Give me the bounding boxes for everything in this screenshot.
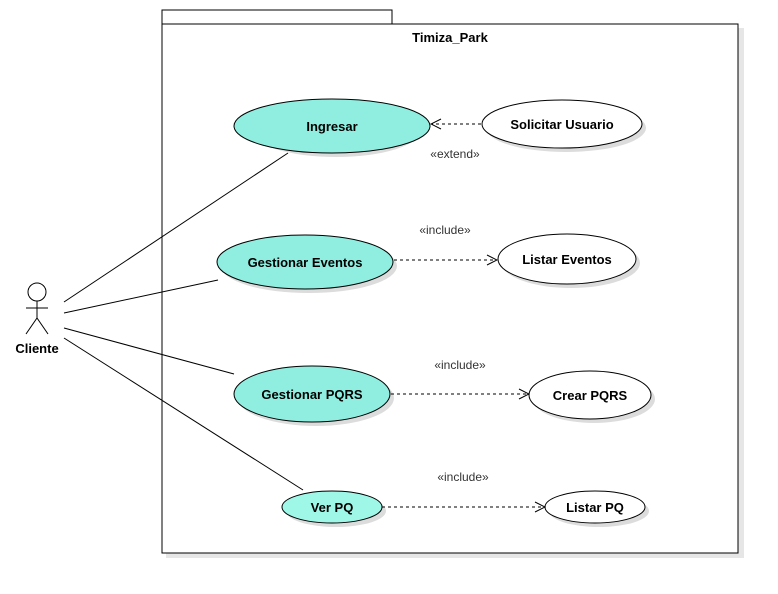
use-case-label: Gestionar PQRS: [261, 387, 362, 402]
use-case-label: Listar PQ: [566, 500, 624, 515]
use-case-label: Listar Eventos: [522, 252, 612, 267]
extend-label: «extend»: [430, 147, 480, 161]
association-gestionar-eventos: [63, 279, 219, 314]
association-ver-pq: [63, 337, 304, 491]
use-case-ellipse: [481, 99, 643, 149]
include-label-pqrs: «include»: [434, 358, 486, 372]
package-tab: [161, 9, 393, 25]
use-case-label: Ver PQ: [311, 500, 354, 515]
use-case-gestionar-pqrs[interactable]: Gestionar PQRS: [233, 365, 394, 426]
actor-cliente[interactable]: Cliente: [15, 282, 59, 356]
use-case-crear-pqrs[interactable]: Crear PQRS: [528, 370, 655, 423]
use-case-label: Solicitar Usuario: [510, 117, 613, 132]
use-case-label: Gestionar Eventos: [248, 255, 363, 270]
actor-head: [27, 282, 47, 302]
system-title: Timiza_Park: [412, 30, 488, 45]
actor-label: Cliente: [15, 341, 58, 356]
use-case-gestionar-eventos[interactable]: Gestionar Eventos: [216, 234, 397, 293]
actor-left-leg: [25, 317, 38, 335]
use-case-solicitar-usuario[interactable]: Solicitar Usuario: [481, 99, 646, 152]
use-case-ver-pq[interactable]: Ver PQ: [281, 490, 386, 527]
use-case-listar-eventos[interactable]: Listar Eventos: [497, 233, 640, 288]
include-label-eventos: «include»: [419, 223, 471, 237]
dependencies: «extend» «include» «include» «include»: [382, 124, 545, 507]
actor-right-leg: [36, 317, 49, 335]
association-ingresar: [63, 152, 289, 303]
associations: [63, 152, 304, 491]
use-case-label: Crear PQRS: [553, 388, 628, 403]
use-case-ellipse: [216, 234, 394, 290]
include-label-pq: «include»: [437, 470, 489, 484]
association-gestionar-pqrs: [63, 327, 235, 375]
use-case-ellipse: [497, 233, 637, 285]
use-case-ingresar[interactable]: Ingresar: [233, 98, 431, 157]
use-case-label: Ingresar: [306, 119, 357, 134]
use-case-ellipse: [233, 365, 391, 423]
use-case-listar-pq[interactable]: Listar PQ: [544, 490, 649, 527]
